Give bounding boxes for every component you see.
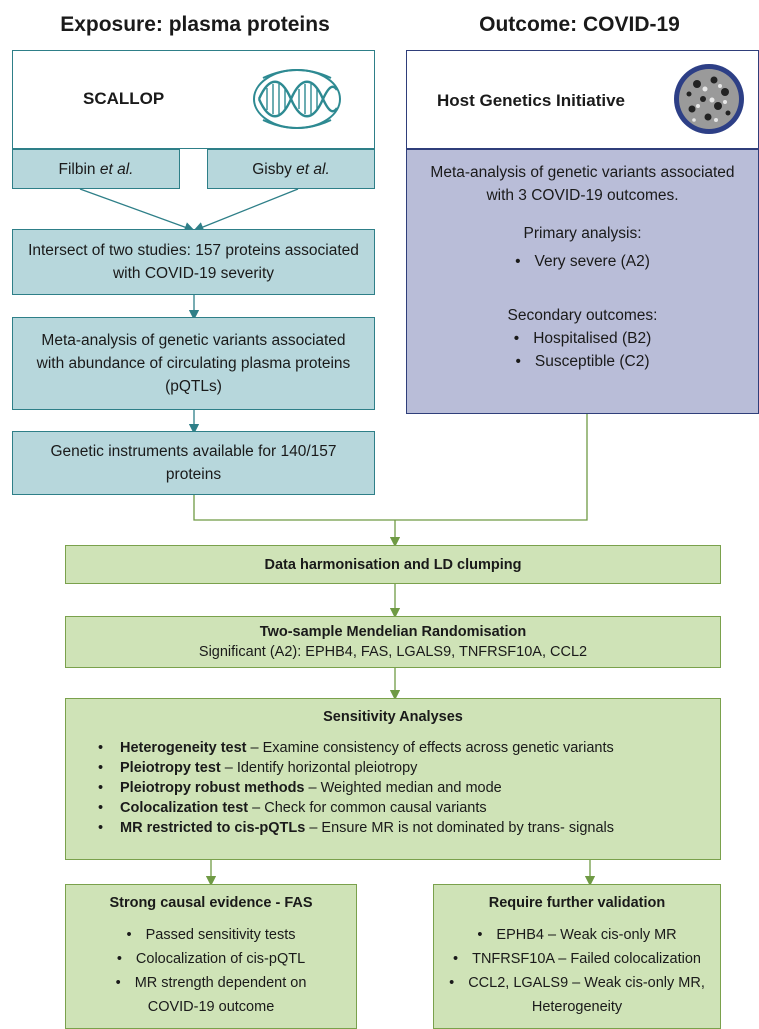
outcome-header: Outcome: COVID-19 xyxy=(479,13,680,36)
meta-analysis-pqtl-box: Meta-analysis of genetic variants associ… xyxy=(12,317,375,410)
further-item-label: CCL2, LGALS9 – Weak cis-only MR, xyxy=(468,975,705,991)
hgi-box: Host Genetics Initiative xyxy=(406,50,759,149)
sensitivity-item: MR restricted to cis-pQTLs – Ensure MR i… xyxy=(96,818,720,838)
sensitivity-term: Colocalization test xyxy=(120,800,249,816)
dna-helix-logo-icon xyxy=(253,69,341,129)
sensitivity-item: Colocalization test – Check for common c… xyxy=(96,798,720,818)
virus-particle-icon xyxy=(674,64,744,134)
sensitivity-term: Heterogeneity test xyxy=(120,740,247,756)
arrow-gisby-to-intersect xyxy=(193,188,299,232)
primary-item-label: Very severe (A2) xyxy=(534,253,650,270)
sensitivity-desc: – Weighted median and mode xyxy=(304,780,502,796)
further-item-continued: Heterogeneity xyxy=(531,999,623,1015)
sensitivity-item: Pleiotropy test – Identify horizontal pl… xyxy=(96,758,720,778)
hgi-title: Host Genetics Initiative xyxy=(437,91,625,110)
further-item: •CCL2, LGALS9 – Weak cis-only MR, xyxy=(449,975,705,991)
secondary-item-label: Hospitalised (B2) xyxy=(533,330,652,347)
mr-significant: Significant (A2): EPHB4, FAS, LGALS9, TN… xyxy=(198,644,588,660)
primary-analysis-title: Primary analysis: xyxy=(523,225,642,242)
sensitivity-box: Sensitivity Analyses Heterogeneity test … xyxy=(65,698,721,860)
sensitivity-desc: – Examine consistency of effects across … xyxy=(246,740,614,756)
study-gisby-etal: et al. xyxy=(296,160,330,178)
mr-title: Two-sample Mendelian Randomisation xyxy=(259,624,527,640)
harmonisation-box: Data harmonisation and LD clumping xyxy=(65,545,721,584)
sensitivity-item: Pleiotropy robust methods – Weighted med… xyxy=(96,778,720,798)
sensitivity-desc: – Identify horizontal pleiotropy xyxy=(220,760,418,776)
further-item-label: TNFRSF10A – Failed colocalization xyxy=(472,951,701,967)
study-filbin-etal: et al. xyxy=(99,160,134,178)
harmonisation-title: Data harmonisation and LD clumping xyxy=(264,556,522,573)
sensitivity-desc: – Check for common causal variants xyxy=(248,800,487,816)
strong-item: •Colocalization of cis-pQTL xyxy=(116,951,306,967)
hgi-description: Meta-analysis of genetic variants associ… xyxy=(430,164,735,204)
secondary-item: •Susceptible (C2) xyxy=(515,353,650,370)
further-validation-box: Require further validation •EPHB4 – Weak… xyxy=(433,884,721,1029)
study-gisby-author: Gisby xyxy=(252,160,292,178)
secondary-outcomes-title: Secondary outcomes: xyxy=(507,307,658,324)
sensitivity-list: Heterogeneity test – Examine consistency… xyxy=(96,738,720,838)
strong-evidence-title: Strong causal evidence - FAS xyxy=(109,895,313,911)
study-filbin-author: Filbin xyxy=(58,160,96,178)
meta-analysis-pqtl-text: Meta-analysis of genetic variants associ… xyxy=(36,332,351,395)
secondary-item-label: Susceptible (C2) xyxy=(534,353,650,370)
secondary-item: •Hospitalised (B2) xyxy=(513,330,652,347)
strong-item-continued: COVID-19 outcome xyxy=(147,999,275,1015)
strong-item-label: MR strength dependent on xyxy=(134,975,307,991)
scallop-title: SCALLOP xyxy=(83,89,165,108)
sensitivity-term: MR restricted to cis-pQTLs xyxy=(120,820,306,836)
sensitivity-term: Pleiotropy test xyxy=(120,760,221,776)
strong-item-label: Colocalization of cis-pQTL xyxy=(135,951,306,967)
further-validation-title: Require further validation xyxy=(488,895,666,911)
further-item: •EPHB4 – Weak cis-only MR xyxy=(477,927,677,943)
strong-evidence-box: Strong causal evidence - FAS •Passed sen… xyxy=(65,884,357,1029)
strong-item: •Passed sensitivity tests xyxy=(126,927,296,943)
strong-item: •MR strength dependent on xyxy=(115,975,307,991)
instruments-text: Genetic instruments available for 140/15… xyxy=(50,443,337,483)
hgi-details-box: Meta-analysis of genetic variants associ… xyxy=(406,149,759,414)
study-gisby: Gisby et al. xyxy=(207,149,375,189)
sensitivity-desc: – Ensure MR is not dominated by trans- s… xyxy=(305,820,614,836)
further-item: •TNFRSF10A – Failed colocalization xyxy=(453,951,701,967)
sensitivity-item: Heterogeneity test – Examine consistency… xyxy=(96,738,720,758)
scallop-box: SCALLOP xyxy=(12,50,375,149)
mendelian-randomisation-box: Two-sample Mendelian Randomisation Signi… xyxy=(65,616,721,668)
exposure-header: Exposure: plasma proteins xyxy=(60,13,330,36)
arrow-filbin-to-intersect xyxy=(79,188,195,233)
strong-item-label: Passed sensitivity tests xyxy=(145,927,296,943)
study-filbin: Filbin et al. xyxy=(12,149,180,189)
sensitivity-term: Pleiotropy robust methods xyxy=(120,780,305,796)
line-scallop-to-harmonisation xyxy=(193,495,395,521)
instruments-box: Genetic instruments available for 140/15… xyxy=(12,431,375,495)
primary-item: •Very severe (A2) xyxy=(515,253,650,270)
sensitivity-title: Sensitivity Analyses xyxy=(323,709,463,725)
intersect-box: Intersect of two studies: 157 proteins a… xyxy=(12,229,375,295)
intersect-text: Intersect of two studies: 157 proteins a… xyxy=(28,242,359,282)
line-hgi-to-harmonisation xyxy=(395,414,588,521)
further-item-label: EPHB4 – Weak cis-only MR xyxy=(496,927,677,943)
